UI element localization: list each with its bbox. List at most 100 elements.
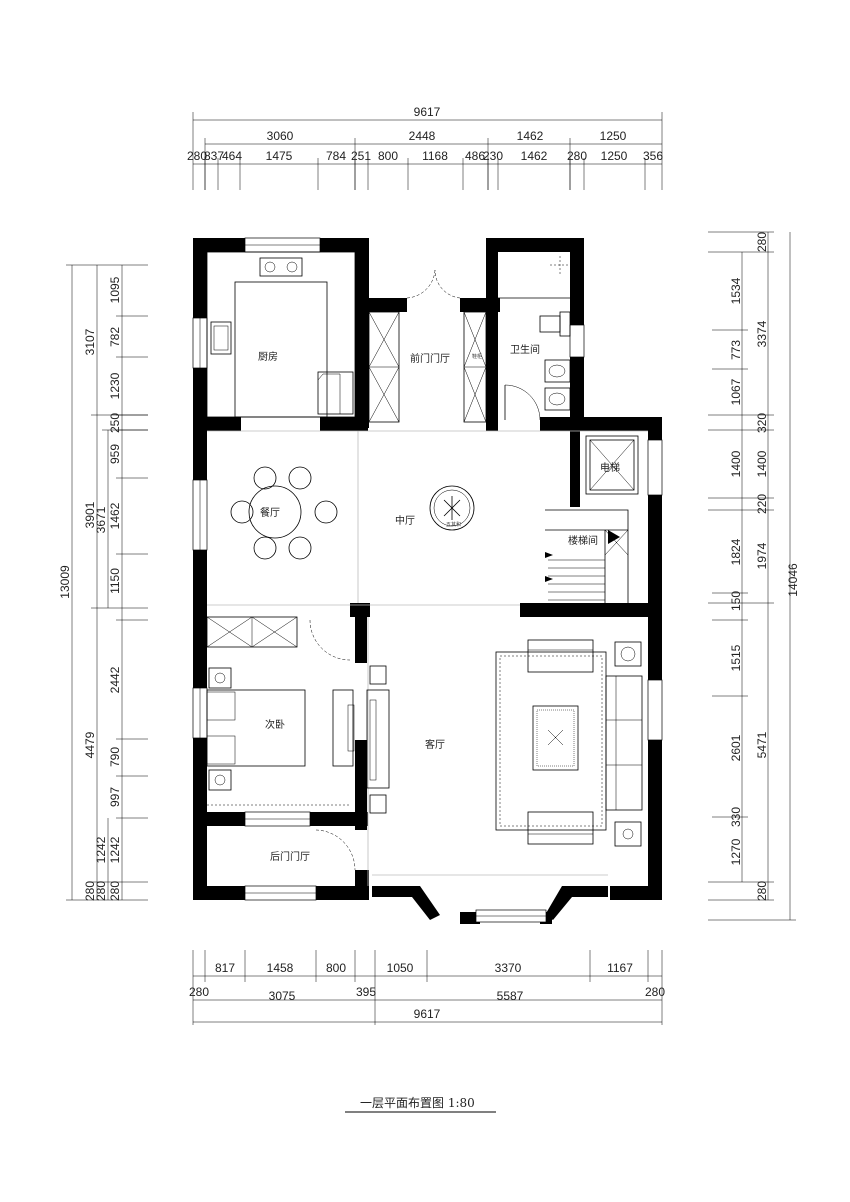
dim-left-d-3: 250 xyxy=(108,413,122,433)
dim-top-r3-12: 1250 xyxy=(601,149,628,163)
room-dining-label: 餐厅 xyxy=(260,506,280,519)
elevator: 电梯 xyxy=(585,435,639,495)
dim-left-total: 13009 xyxy=(58,565,72,599)
kitchen: 厨房 xyxy=(206,251,356,418)
right-dimensions: 14046 280 3374 320 1400 220 1974 5471 28… xyxy=(708,232,800,921)
dim-top-r3-11: 280 xyxy=(567,149,587,163)
dim-right-mid-3: 1400 xyxy=(755,450,769,477)
second-bedroom: 次卧 xyxy=(206,616,355,806)
dim-left-d-1: 782 xyxy=(108,327,122,347)
dim-right-mid-2: 320 xyxy=(755,413,769,433)
dim-right-d-7: 2601 xyxy=(729,734,743,761)
dim-top-total: 9617 xyxy=(414,105,441,119)
drawing-title-block: 一层平面布置图 1:80 xyxy=(345,1096,496,1113)
interior-lines xyxy=(207,269,648,886)
dim-left-d-0: 1095 xyxy=(108,276,122,303)
dim-bot-r2-0: 280 xyxy=(189,985,209,999)
room-front-foyer-label: 前门门厅 xyxy=(410,352,450,365)
dim-left-d-6: 1150 xyxy=(108,568,122,594)
dim-top-r3-0: 280 xyxy=(187,149,207,163)
dim-left-d-11: 280 xyxy=(108,881,122,901)
dim-top-r3-2: 464 xyxy=(222,149,242,163)
dim-right-mid-1: 3374 xyxy=(755,320,769,347)
dim-left-d-10: 1242 xyxy=(108,836,122,863)
dim-left-d-9: 997 xyxy=(108,787,122,807)
room-back-foyer-label: 后门门厅 xyxy=(270,850,310,863)
dim-bot-r1-5: 1167 xyxy=(607,961,633,975)
dim-bot-r1-2: 800 xyxy=(326,961,346,975)
dim-left-d-5: 1462 xyxy=(108,502,122,529)
dim-top-r3-8: 486 xyxy=(465,149,485,163)
dim-right-mid-6: 5471 xyxy=(755,731,769,758)
dim-right-mid-0: 280 xyxy=(755,232,769,252)
dim-top-r2-2: 1462 xyxy=(517,129,544,143)
dim-right-d-6: 1515 xyxy=(729,644,743,671)
ornament-label: 五其和 xyxy=(446,521,461,528)
drawing-title: 一层平面布置图 1:80 xyxy=(360,1096,475,1110)
shoe-cabinet-label: 鞋柜 xyxy=(472,353,482,360)
dim-right-mid-5: 1974 xyxy=(755,542,769,569)
central-hall: 五其和 中厅 xyxy=(395,485,475,531)
dim-left-inner-0: 3671 xyxy=(94,506,108,533)
dim-top-r3-6: 800 xyxy=(378,149,398,163)
dim-bot-r2-1: 3075 xyxy=(269,989,296,1003)
top-dimensions: 9617 3060 2448 1462 1250 280 837 464 xyxy=(187,105,663,190)
dim-top-r3-7: 1168 xyxy=(422,149,448,163)
dim-left-inner-2: 280 xyxy=(94,881,108,901)
front-foyer: 鞋柜 前门门厅 xyxy=(368,311,487,423)
dim-top-r3-9: 230 xyxy=(483,149,503,163)
dim-bot-r2-2: 395 xyxy=(356,985,376,999)
dim-bot-r2-3: 5587 xyxy=(497,989,524,1003)
living-room: 客厅 xyxy=(366,639,643,847)
dim-bot-r1-3: 1050 xyxy=(387,961,414,975)
bathroom: 卫生间 xyxy=(510,256,571,411)
room-stairwell-label: 楼梯间 xyxy=(568,534,598,547)
dim-left-d-8: 790 xyxy=(108,747,122,767)
dim-bot-r1-1: 1458 xyxy=(267,961,294,975)
dim-right-mid-7: 280 xyxy=(755,881,769,901)
room-elevator-label: 电梯 xyxy=(600,461,620,474)
dim-top-r3-1: 837 xyxy=(204,149,224,163)
dim-right-d-1: 773 xyxy=(729,340,743,360)
dim-top-r3-13: 356 xyxy=(643,149,663,163)
dim-bot-r1-4: 3370 xyxy=(495,961,522,975)
room-living-room-label: 客厅 xyxy=(425,738,445,751)
dim-right-d-0: 1534 xyxy=(729,277,743,304)
back-foyer: 后门门厅 xyxy=(270,850,310,863)
dim-bot-total: 9617 xyxy=(414,1007,441,1021)
room-bathroom-label: 卫生间 xyxy=(510,343,540,356)
dim-right-d-2: 1067 xyxy=(729,378,743,405)
dim-top-r2-3: 1250 xyxy=(600,129,627,143)
dim-top-r3-5: 251 xyxy=(351,149,371,163)
dim-top-r2-1: 2448 xyxy=(409,129,436,143)
dim-left-mid-0: 3107 xyxy=(83,328,97,355)
dim-bot-r2-4: 280 xyxy=(645,985,665,999)
dim-right-d-3: 1400 xyxy=(729,450,743,477)
room-kitchen-label: 厨房 xyxy=(258,350,278,363)
room-second-bedroom-label: 次卧 xyxy=(265,718,285,731)
stairwell: 楼梯间 xyxy=(545,509,629,603)
dim-top-r3-3: 1475 xyxy=(266,149,293,163)
dim-left-mid-2: 4479 xyxy=(83,731,97,758)
dim-left-d-7: 2442 xyxy=(108,666,122,693)
dim-right-d-4: 1824 xyxy=(729,538,743,565)
dim-right-d-5: 150 xyxy=(729,591,743,611)
room-central-hall-label: 中厅 xyxy=(395,514,415,527)
dim-left-mid-3: 280 xyxy=(83,881,97,901)
dim-top-r2-0: 3060 xyxy=(267,129,294,143)
dim-left-inner-1: 1242 xyxy=(94,836,108,863)
dim-top-r3-10: 1462 xyxy=(521,149,548,163)
windows xyxy=(192,237,663,923)
bottom-dimensions: 817 1458 800 1050 3370 1167 280 3075 395… xyxy=(189,950,665,1025)
dim-top-r3-4: 784 xyxy=(326,149,346,163)
left-dimensions: 13009 3107 3901 4479 280 3671 1242 280 1… xyxy=(58,264,148,901)
dim-left-mid-1: 3901 xyxy=(83,501,97,528)
dim-right-mid-4: 220 xyxy=(755,494,769,514)
dim-right-d-9: 1270 xyxy=(729,838,743,865)
dim-right-total: 14046 xyxy=(786,563,800,597)
dining-area: 餐厅 xyxy=(230,466,338,560)
dim-left-d-4: 959 xyxy=(108,444,122,464)
dim-right-d-8: 330 xyxy=(729,807,743,827)
dim-bot-r1-0: 817 xyxy=(215,961,235,975)
